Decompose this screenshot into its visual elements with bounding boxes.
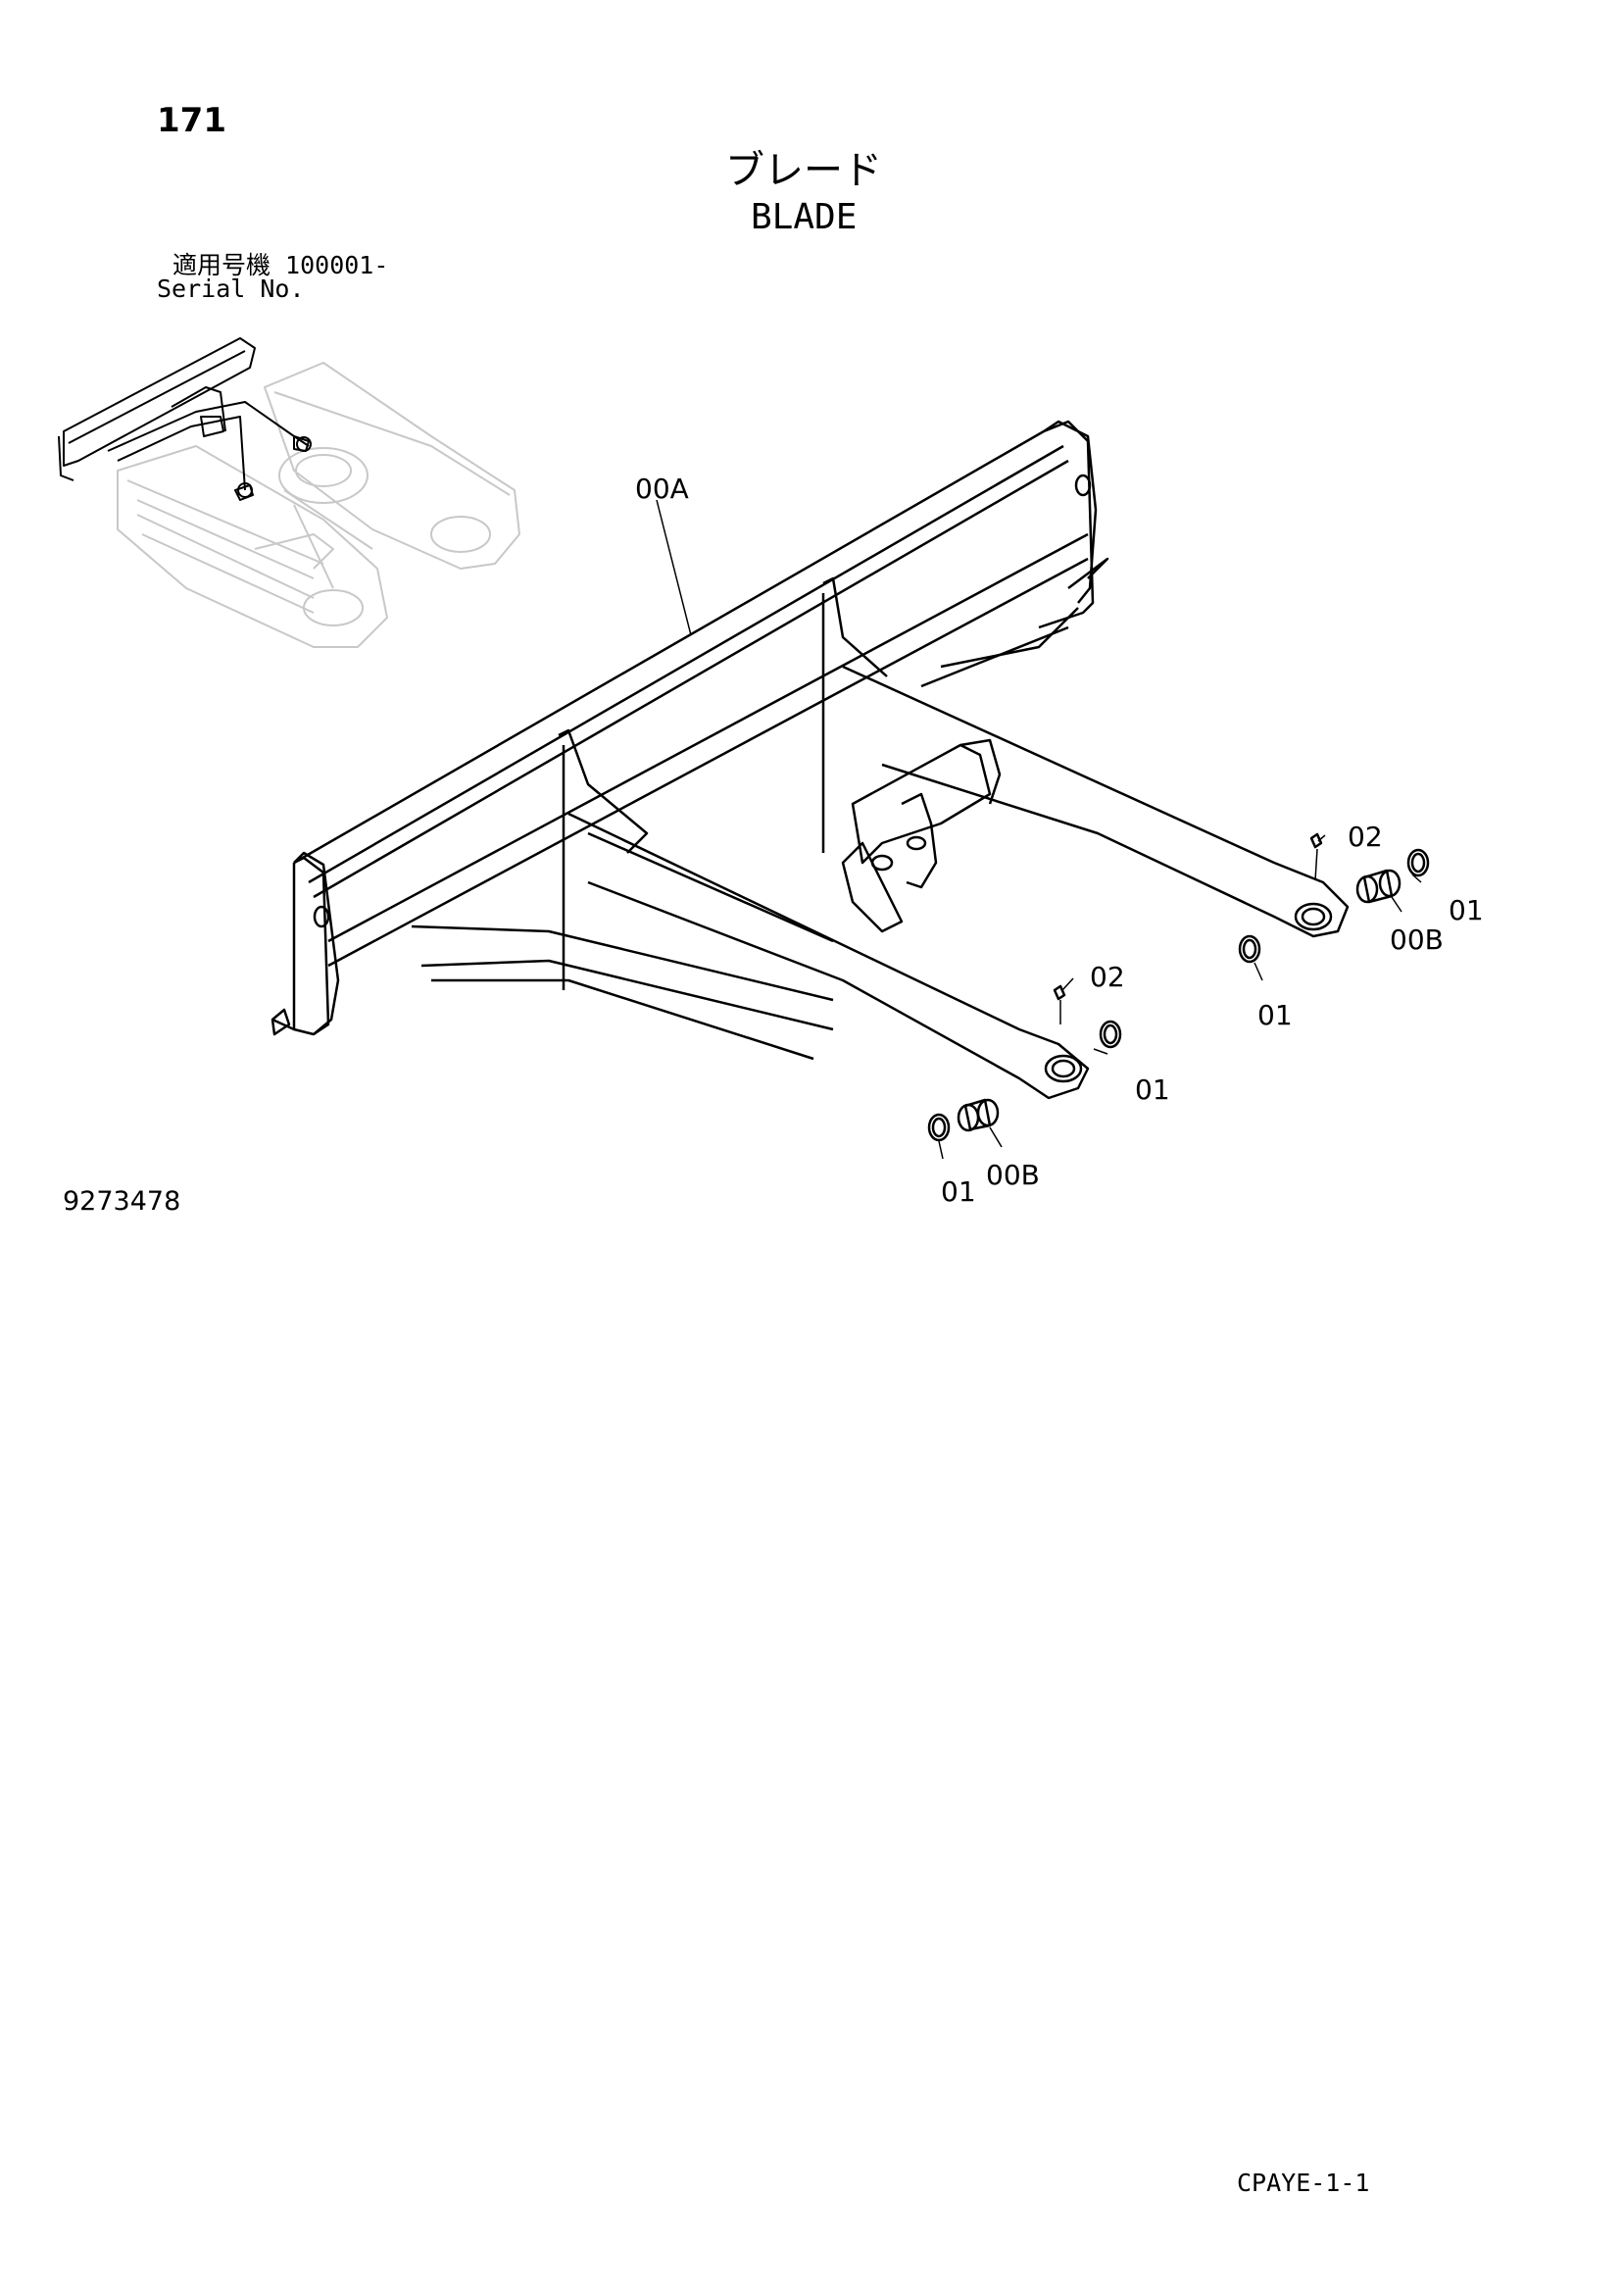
page-code: CPAYE-1-1 <box>1237 2169 1370 2197</box>
callout-bushing-left: 00B <box>986 1159 1040 1191</box>
callout-blade-assembly: 00A <box>635 473 689 505</box>
drawing-number: 9273478 <box>63 1186 181 1217</box>
page-title-en: BLADE <box>751 197 858 237</box>
page-number: 171 <box>157 101 226 140</box>
callout-ring-left-inner: 01 <box>941 1175 976 1208</box>
serial-label-en: Serial No. <box>157 275 305 303</box>
callout-pin-left: 02 <box>1090 961 1125 993</box>
callout-pin-right: 02 <box>1348 821 1383 853</box>
callout-ring-right-outer: 01 <box>1449 894 1484 926</box>
loose-parts <box>927 832 1430 1142</box>
blade-assembly <box>270 420 1350 1100</box>
leader-lines <box>656 499 1422 1160</box>
callout-bushing-right: 00B <box>1390 923 1444 956</box>
serial-label-jp: 適用号機 100001- <box>172 251 389 279</box>
callout-ring-left-outer: 01 <box>1135 1073 1170 1106</box>
page-title-jp: ブレード <box>725 148 882 193</box>
machine-thumbnail <box>58 337 520 648</box>
arm-pivots <box>1044 902 1333 1083</box>
callout-ring-right-inner: 01 <box>1257 999 1293 1031</box>
